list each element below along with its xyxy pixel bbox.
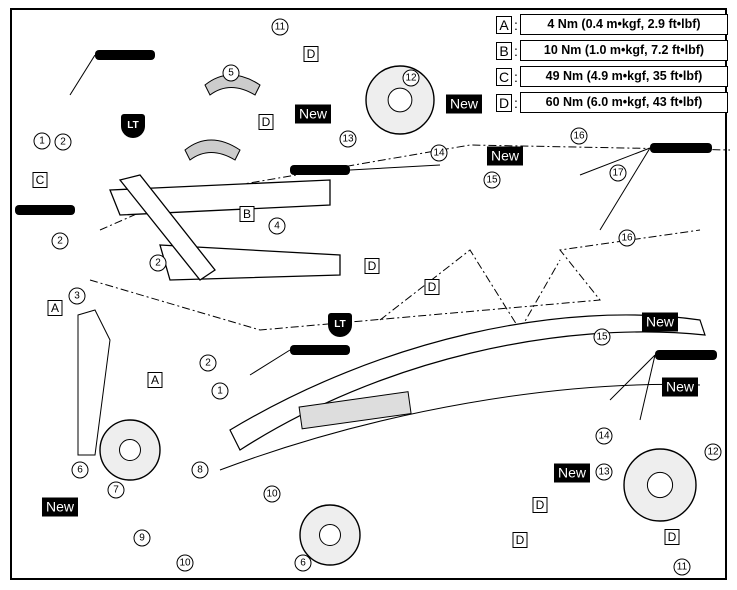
new-part-label: New xyxy=(294,104,332,124)
leader-line xyxy=(249,349,291,376)
torque-mark: A xyxy=(147,372,163,388)
part-callout: 5 xyxy=(222,64,240,82)
grease-gun-icon xyxy=(290,165,350,175)
new-part-label: New xyxy=(641,312,679,332)
torque-mark: D xyxy=(424,279,440,295)
legend-key: B xyxy=(496,41,512,60)
leader-line xyxy=(69,54,96,96)
legend-value: 10 Nm (1.0 m•kgf, 7.2 ft•lbf) xyxy=(520,40,728,61)
part-callout: 2 xyxy=(149,254,167,272)
grease-gun-icon xyxy=(655,350,717,360)
grease-gun-icon xyxy=(15,205,75,215)
part-callout: 12 xyxy=(402,69,420,87)
part-callout: 16 xyxy=(618,229,636,247)
part-callout: 14 xyxy=(595,427,613,445)
new-part-label: New xyxy=(486,146,524,166)
shock-absorber xyxy=(298,391,412,430)
leader-line xyxy=(599,147,651,231)
wheel-hub xyxy=(387,87,413,113)
diagram-frame xyxy=(10,8,727,580)
part-callout: 8 xyxy=(191,461,209,479)
part-callout: 11 xyxy=(673,558,691,576)
legend-value: 60 Nm (6.0 m•kgf, 43 ft•lbf) xyxy=(520,92,728,113)
arm-bracket xyxy=(118,174,216,281)
part-callout: 6 xyxy=(71,461,89,479)
part-callout: 15 xyxy=(593,328,611,346)
wheel-hub xyxy=(319,524,341,546)
pivot-cap xyxy=(204,74,261,96)
part-callout: 6 xyxy=(294,554,312,572)
legend-key: A xyxy=(496,15,512,34)
legend-value: 49 Nm (4.9 m•kgf, 35 ft•lbf) xyxy=(520,66,728,87)
leader-line xyxy=(609,354,656,401)
legend-row-b: B:10 Nm (1.0 m•kgf, 7.2 ft•lbf) xyxy=(496,40,728,61)
part-callout: 2 xyxy=(54,133,72,151)
new-part-label: New xyxy=(41,497,79,517)
pivot-cap xyxy=(184,139,241,161)
torque-mark: D xyxy=(364,258,380,274)
grease-gun-icon xyxy=(650,143,712,153)
part-callout: 11 xyxy=(271,18,289,36)
part-callout: 17 xyxy=(609,164,627,182)
torque-mark: D xyxy=(512,532,528,548)
legend-key: C xyxy=(496,67,512,86)
leader-line xyxy=(349,164,441,171)
lt-text: LT xyxy=(121,114,145,138)
part-callout: 13 xyxy=(339,130,357,148)
part-callout: 10 xyxy=(176,554,194,572)
new-part-label: New xyxy=(445,94,483,114)
legend-value: 4 Nm (0.4 m•kgf, 2.9 ft•lbf) xyxy=(520,14,728,35)
torque-mark: B xyxy=(239,206,255,222)
part-callout: 2 xyxy=(51,232,69,250)
locktite-icon: LT xyxy=(121,110,145,138)
torque-mark: A xyxy=(47,300,63,316)
part-callout: 15 xyxy=(483,171,501,189)
part-callout: 14 xyxy=(430,144,448,162)
slide-rail xyxy=(219,383,701,471)
leader-line xyxy=(639,354,656,421)
lt-text: LT xyxy=(328,313,352,337)
grease-gun-icon xyxy=(95,50,155,60)
assembly-line xyxy=(89,229,701,331)
slide-rail xyxy=(229,314,706,451)
torque-mark: D xyxy=(532,497,548,513)
part-callout: 3 xyxy=(68,287,86,305)
grease-gun-icon xyxy=(290,345,350,355)
part-callout: 13 xyxy=(595,463,613,481)
torque-legend: A:4 Nm (0.4 m•kgf, 2.9 ft•lbf) B:10 Nm (… xyxy=(496,14,728,118)
wheel-hub xyxy=(646,471,674,499)
assembly-line xyxy=(379,249,561,331)
leader-line xyxy=(579,147,651,176)
part-callout: 7 xyxy=(107,481,125,499)
torque-mark: D xyxy=(664,529,680,545)
part-callout: 2 xyxy=(199,354,217,372)
part-callout: 1 xyxy=(33,132,51,150)
locktite-icon: LT xyxy=(328,309,352,337)
torque-mark: D xyxy=(303,46,319,62)
wheel-hub xyxy=(119,439,141,461)
legend-key: D xyxy=(496,93,512,112)
new-part-label: New xyxy=(661,377,699,397)
part-callout: 16 xyxy=(570,127,588,145)
torque-mark: C xyxy=(32,172,48,188)
torque-mark: D xyxy=(258,114,274,130)
new-part-label: New xyxy=(553,463,591,483)
legend-row-d: D:60 Nm (6.0 m•kgf, 43 ft•lbf) xyxy=(496,92,728,113)
part-callout: 1 xyxy=(211,382,229,400)
legend-row-a: A:4 Nm (0.4 m•kgf, 2.9 ft•lbf) xyxy=(496,14,728,35)
part-callout: 10 xyxy=(263,485,281,503)
part-callout: 12 xyxy=(704,443,722,461)
part-callout: 4 xyxy=(268,217,286,235)
stopper-band xyxy=(77,309,111,456)
legend-row-c: C:49 Nm (4.9 m•kgf, 35 ft•lbf) xyxy=(496,66,728,87)
part-callout: 9 xyxy=(133,529,151,547)
